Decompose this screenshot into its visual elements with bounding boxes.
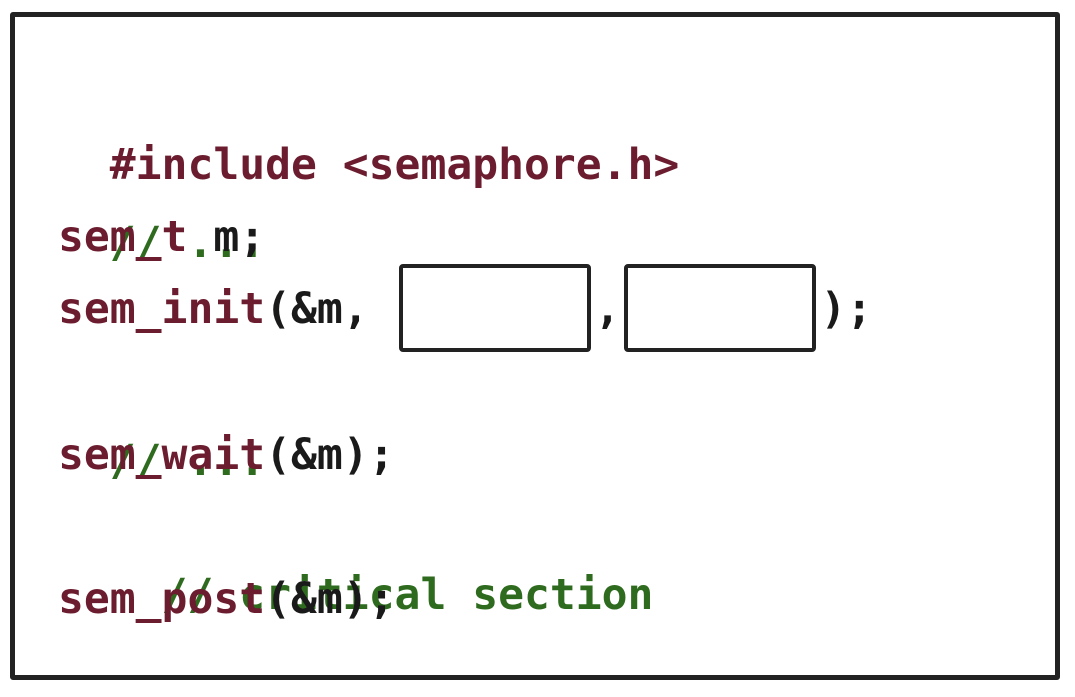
pshared-blank-box[interactable] [398,263,591,352]
type-keyword: sem_t [58,212,188,262]
sem-post-line: sem_post(&m); [58,564,395,634]
declaration-line: sem_t m; [58,202,265,272]
sem-wait-function: sem_wait [58,430,266,480]
sem-init-line: sem_init(&m, ,); [58,263,873,354]
critical-section-line: // critical section [58,490,654,620]
sem-init-function: sem_init [58,284,266,334]
include-line: #include <semaphore.h> [58,60,680,190]
code-panel [10,12,1060,680]
sem-init-open-args: (&m, [265,284,395,334]
sem-wait-line: sem_wait(&m); [58,420,395,490]
sem-post-args: (&m); [265,574,395,624]
value-blank-box[interactable] [624,263,817,352]
declaration-rest: m; [187,212,266,262]
include-directive: #include <semaphore.h> [109,140,680,190]
args-comma: , [594,284,621,334]
ellipsis-comment: // ... [109,218,266,268]
comment-line-1: // ... [58,138,265,268]
sem-post-function: sem_post [58,574,266,624]
comment-line-2: // ... [58,356,265,486]
sem-wait-args: (&m); [265,430,395,480]
critical-section-comment: // critical section [109,570,654,620]
ellipsis-comment: // ... [109,436,266,486]
sem-init-close: ); [820,284,873,334]
